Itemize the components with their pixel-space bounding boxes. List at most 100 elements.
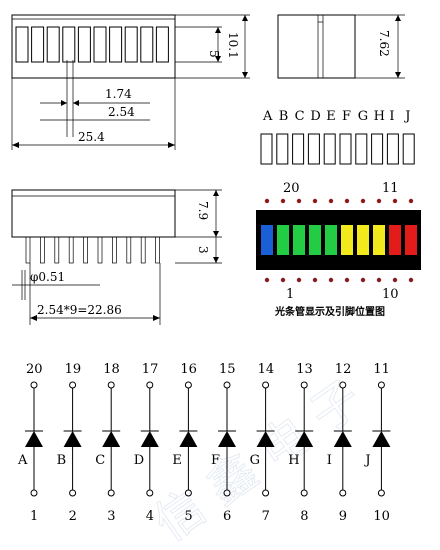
anode-pin-label: 18 xyxy=(103,362,120,377)
segment-letter: G xyxy=(358,109,368,124)
side-view: 7.62 xyxy=(277,14,405,79)
led-segment xyxy=(389,225,401,255)
front-segment-windows xyxy=(15,26,169,63)
pin-dot xyxy=(392,198,398,204)
arrow xyxy=(213,257,219,263)
front-segment-window xyxy=(140,26,154,63)
pin-dot xyxy=(408,277,414,283)
pin-dot xyxy=(344,277,350,283)
pin-dot xyxy=(344,198,350,204)
pin-dot xyxy=(360,198,366,204)
arrow xyxy=(61,100,67,106)
led-segment xyxy=(277,225,289,255)
arrow xyxy=(12,142,19,148)
dim-pin-width: 1.74 xyxy=(105,87,132,101)
led-segment xyxy=(293,225,305,255)
dim-height-inner: 5 xyxy=(207,50,221,58)
pin-lead xyxy=(83,236,88,264)
segment-letter: F xyxy=(342,109,351,124)
side-body-outline xyxy=(277,14,356,79)
cathode-pin-label: 2 xyxy=(69,509,77,524)
pin-dot xyxy=(264,198,270,204)
diode-letter: J xyxy=(363,453,370,468)
pin-dot xyxy=(280,198,286,204)
pin-dot xyxy=(408,198,414,204)
cathode-pin-label: 4 xyxy=(146,509,154,524)
pin-lead xyxy=(140,236,146,264)
diode-letter: D xyxy=(134,453,144,468)
dim-pin-pitch: 2.54 xyxy=(108,105,135,119)
led-segment xyxy=(405,225,417,255)
pin-dot xyxy=(296,277,302,283)
pin-lead xyxy=(54,236,60,264)
led-segment xyxy=(261,225,273,255)
anode-pin-label: 12 xyxy=(335,362,352,377)
anode-terminal xyxy=(69,381,77,389)
anode-pin-label: 19 xyxy=(65,362,82,377)
arrow xyxy=(168,142,175,148)
led-segment xyxy=(357,225,369,255)
pin-dot xyxy=(376,277,382,283)
front-segment-window xyxy=(31,26,45,63)
segment-letter: A xyxy=(262,109,273,124)
cathode-terminal xyxy=(69,489,77,497)
dim-height-outer: 10.1 xyxy=(226,32,240,59)
cathode-pin-label: 1 xyxy=(30,509,38,524)
diode-triangle xyxy=(218,431,236,447)
diode-letter: G xyxy=(250,453,260,468)
pin-lead xyxy=(25,236,31,264)
diode-triangle xyxy=(372,431,391,447)
dim-pin-length: 3 xyxy=(196,246,210,254)
cathode-terminal xyxy=(262,489,270,497)
led-bar-caption: 光条管显示及引脚位置图 xyxy=(274,305,385,318)
anode-pin-label: 11 xyxy=(373,362,390,377)
led-segment xyxy=(341,225,353,255)
arrow xyxy=(215,27,221,33)
segment-box xyxy=(339,133,352,165)
pin-lead xyxy=(40,236,45,264)
pin-label-10: 10 xyxy=(382,287,399,302)
cathode-terminal xyxy=(377,489,385,497)
anode-terminal xyxy=(377,381,385,389)
anode-terminal xyxy=(300,381,308,389)
anode-terminal xyxy=(262,381,270,389)
segment-letter: J xyxy=(403,109,410,124)
arrow xyxy=(242,72,248,78)
segment-box xyxy=(323,133,336,165)
diode-letter: I xyxy=(327,453,332,468)
cathode-terminal xyxy=(107,489,115,497)
led-segment xyxy=(309,225,321,255)
dim-pin-diameter: φ0.51 xyxy=(30,270,65,284)
anode-terminal xyxy=(184,381,192,389)
front-view: 1.74 2.54 25.4 5 10.1 xyxy=(11,14,250,150)
diode-triangle xyxy=(102,431,121,447)
arrow xyxy=(395,72,401,78)
diode-triangle xyxy=(295,431,314,447)
pin-dot xyxy=(312,277,318,283)
led-segment xyxy=(373,225,385,255)
cathode-pin-label: 9 xyxy=(339,509,347,524)
cathode-pin-label: 3 xyxy=(107,509,115,524)
anode-pin-label: 14 xyxy=(258,362,275,377)
pin-dot xyxy=(392,277,398,283)
anode-terminal xyxy=(146,381,154,389)
diode-triangle xyxy=(25,431,43,447)
front-segment-window xyxy=(124,26,138,63)
segment-box xyxy=(292,133,305,165)
front-segment-window xyxy=(15,26,29,63)
dim-side-depth: 7.62 xyxy=(377,30,391,57)
front-body-outline xyxy=(11,14,176,79)
front-segment-window xyxy=(155,26,169,63)
segment-box xyxy=(307,133,320,165)
arrow xyxy=(395,15,401,21)
pin-lead xyxy=(126,236,132,264)
diode-channel: 12I 9 xyxy=(327,362,352,524)
anode-terminal xyxy=(107,381,115,389)
segment-letter: H xyxy=(374,109,385,124)
